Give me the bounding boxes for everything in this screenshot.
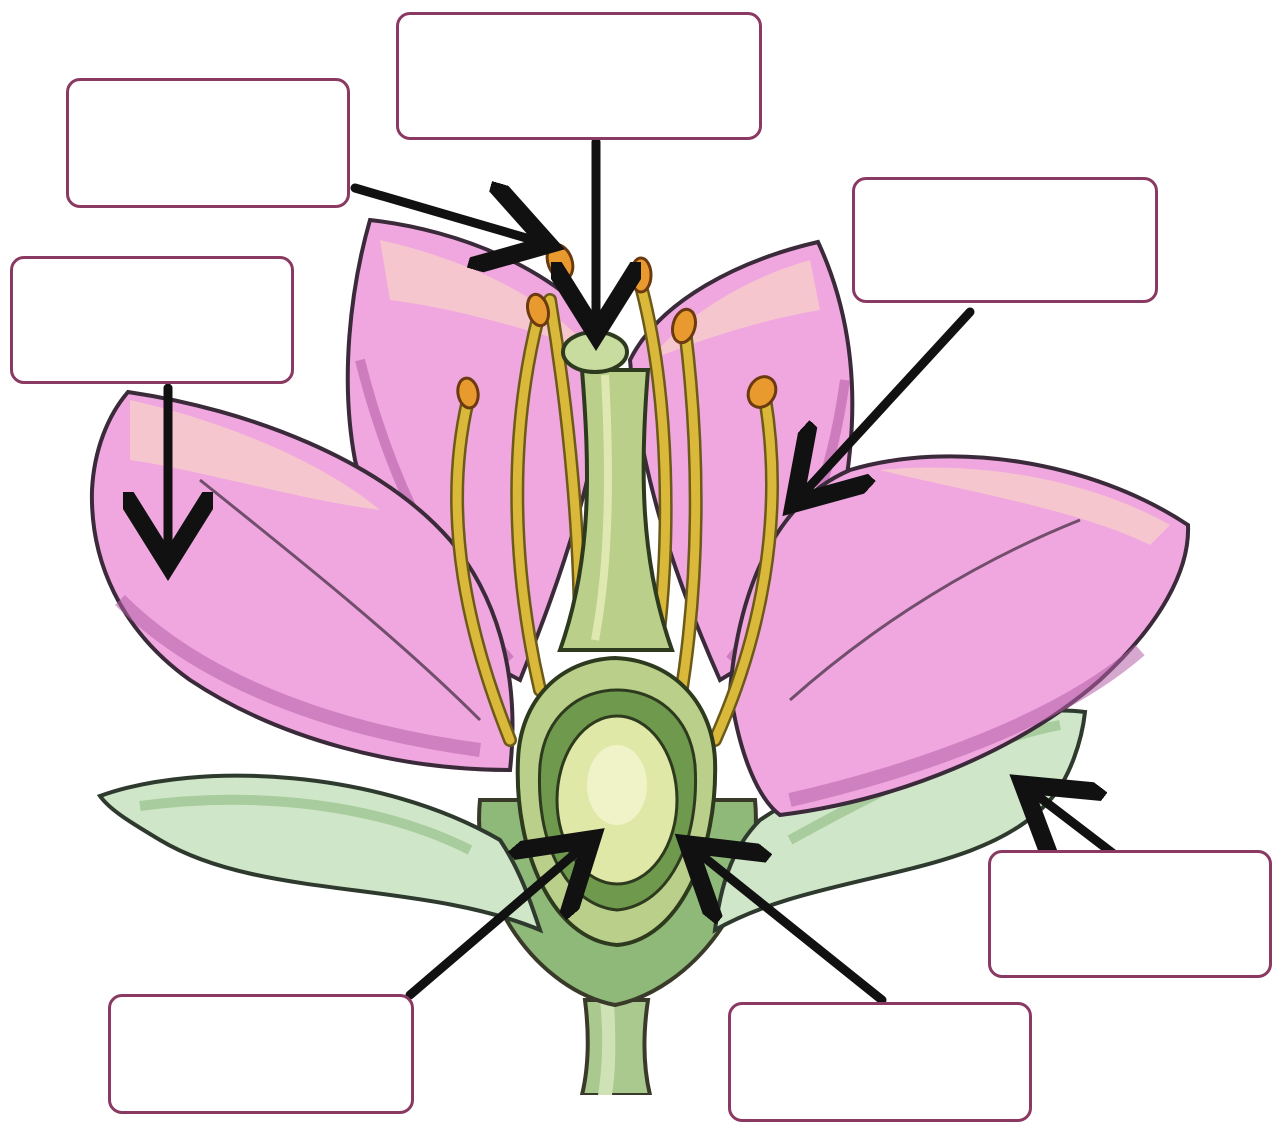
label-box-top-left[interactable] <box>66 78 350 208</box>
stem <box>582 1000 650 1095</box>
label-box-bottom-left[interactable] <box>108 994 414 1114</box>
stigma <box>563 332 627 372</box>
label-box-left[interactable] <box>10 256 294 384</box>
flower-diagram <box>0 0 1284 1095</box>
label-box-top-center[interactable] <box>396 12 762 140</box>
label-box-top-right[interactable] <box>852 177 1158 303</box>
label-box-bottom-center[interactable] <box>728 1002 1032 1122</box>
label-box-right[interactable] <box>988 850 1272 978</box>
